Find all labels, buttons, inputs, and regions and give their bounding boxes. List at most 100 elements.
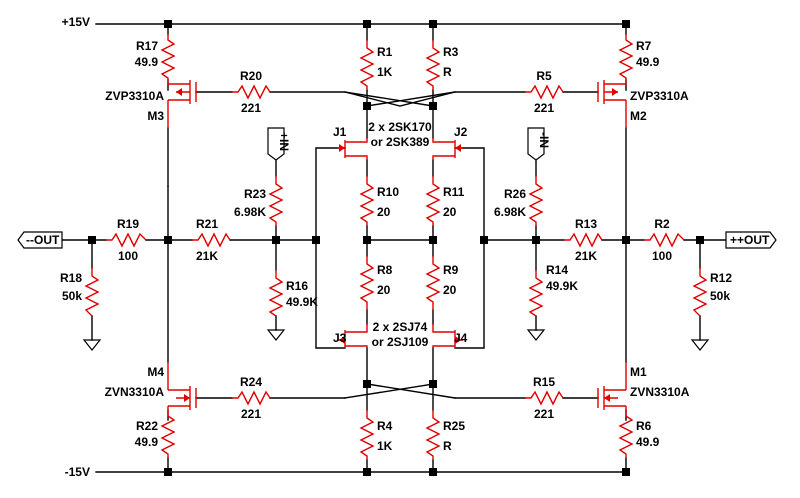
junction-dot [164,20,172,28]
r25-ref: R25 [443,419,465,433]
ground-symbol [690,339,710,351]
r11-value: 20 [443,205,457,219]
resistor-r17 [160,34,176,80]
r4-ref: R4 [377,419,393,433]
jfet-j4 [432,324,463,348]
r13-value: 21K [575,249,597,263]
r5-ref: R5 [536,69,552,83]
port-in-pos-flag [267,127,285,161]
r14-ref: R14 [546,263,568,277]
resistor-r11 [425,176,441,226]
junction-dot [429,468,437,476]
junction-dot [272,236,280,244]
resistor-r13 [564,232,603,248]
junction-dot [429,102,437,110]
r26-value: 6.98K [494,205,526,219]
r19-value: 100 [118,249,138,263]
jfet-j2 [432,138,463,160]
junction-dot [164,236,172,244]
resistor-r8 [359,256,375,310]
r10-value: 20 [377,205,391,219]
resistor-r2 [644,232,685,248]
mosfet-m2 [597,80,627,128]
r6-ref: R6 [636,419,652,433]
resistors [84,34,708,460]
r12-value: 50k [710,289,730,303]
r9-ref: R9 [443,263,459,277]
port-in-neg-label: -IN [537,132,551,148]
r17-value: 49.9 [135,55,159,69]
r2-value: 100 [652,249,672,263]
r11-ref: R11 [443,185,465,199]
junction-dot [622,468,630,476]
jfet-j3 [337,324,368,348]
jfet-bottom-note-line1: 2 x 2SJ74 [373,320,428,334]
port-out-neg-label: --OUT [26,233,60,247]
r16-value: 49.9K [286,295,318,309]
r26-ref: R26 [504,187,526,201]
junction-dot [429,380,437,388]
resistor-r22 [160,410,176,458]
r16-ref: R16 [286,279,308,293]
junction-dot [363,380,371,388]
mosfet-m3 [167,80,197,128]
r18-value: 50k [62,289,82,303]
port-in-neg-flag [527,127,545,161]
labels: +15V -15V R17 49.9 R22 49.9 R7 49.9 R6 4… [60,15,732,479]
junction-dot [429,236,437,244]
m2-value: ZVP3310A [630,89,689,103]
jfet-j1 [337,138,368,160]
resistor-r10 [359,176,375,226]
m3-ref: M3 [147,109,164,123]
negative-rail-label: -15V [65,465,90,479]
r7-value: 49.9 [636,55,660,69]
grounds [82,329,710,351]
junction-dot [312,236,320,244]
port-in-pos-label: +IN [277,132,291,151]
resistor-r23 [268,176,284,226]
resistor-r9 [425,256,441,310]
r1-value: 1K [377,65,393,79]
ground-symbol [526,329,546,341]
resistor-r7 [618,34,634,80]
r2-ref: R2 [654,217,670,231]
r8-ref: R8 [377,263,393,277]
jfet-top-note-line1: 2 x 2SK170 [368,120,432,134]
junction-dot [532,236,540,244]
m4-value: ZVN3310A [105,385,165,399]
r14-value: 49.9K [546,279,578,293]
r13-ref: R13 [575,217,597,231]
resistor-r26 [528,176,544,226]
junction-dot [480,236,488,244]
r24-value: 221 [241,407,261,421]
junction-dot [622,20,630,28]
r23-value: 6.98K [234,205,266,219]
resistor-r15 [525,390,564,406]
r23-ref: R23 [244,187,266,201]
resistor-r5 [525,84,564,100]
positive-rail-label: +15V [62,15,90,29]
junctions [88,20,704,476]
resistor-r12 [692,268,708,317]
resistor-r14 [528,270,544,317]
r12-ref: R12 [710,271,732,285]
resistor-r19 [106,232,147,248]
j3-ref: J3 [333,331,347,345]
m1-value: ZVN3310A [630,385,690,399]
wires [61,23,727,473]
m3-value: ZVP3310A [105,89,164,103]
r15-value: 221 [534,407,554,421]
r20-ref: R20 [240,69,262,83]
r10-ref: R10 [377,185,399,199]
r24-ref: R24 [240,375,262,389]
r3-value: R [443,65,452,79]
r6-value: 49.9 [636,435,660,449]
ports: --OUT ++OUT +IN -IN [17,127,777,249]
junction-dot [622,236,630,244]
ground-symbol [82,339,102,351]
r20-value: 221 [241,101,261,115]
resistor-r24 [232,390,271,406]
port-out-neg-flag [17,231,63,249]
resistor-r16 [268,270,284,317]
